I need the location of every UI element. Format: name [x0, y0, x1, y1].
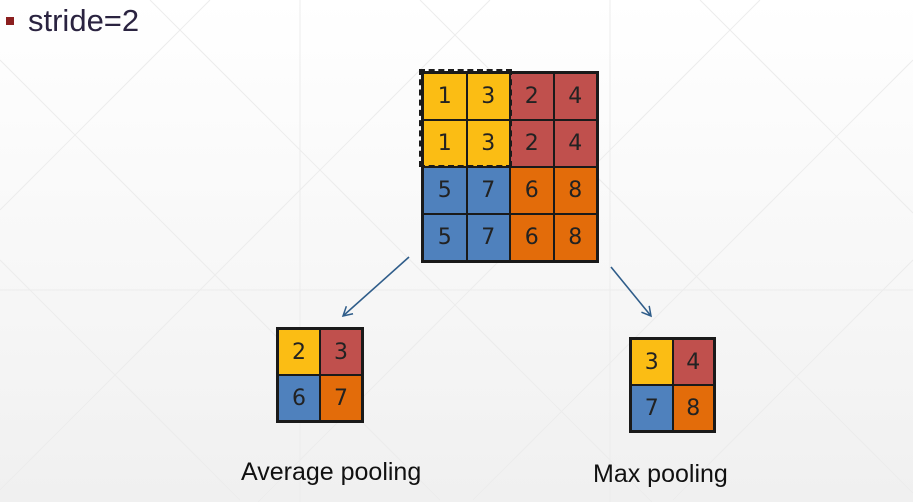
matrix-cell: 1 — [423, 120, 467, 167]
slide-title: stride=2 — [28, 3, 140, 38]
matrix-cell: 7 — [631, 385, 673, 431]
matrix-cell: 3 — [320, 329, 362, 375]
matrix-cell: 8 — [672, 385, 714, 431]
matrix-cell: 6 — [510, 214, 554, 261]
matrix-cell: 7 — [320, 375, 362, 421]
matrix-cell: 7 — [466, 214, 510, 261]
matrix-cell: 6 — [278, 375, 320, 421]
matrix-cell: 3 — [466, 73, 510, 120]
matrix-cell: 5 — [423, 167, 467, 214]
matrix-cell: 2 — [510, 120, 554, 167]
max-pooling-label: Max pooling — [593, 460, 728, 488]
matrix-cell: 2 — [510, 73, 554, 120]
matrix-cell: 4 — [553, 120, 597, 167]
average-pooling-label: Average pooling — [241, 458, 422, 486]
matrix-cell: 4 — [672, 339, 714, 385]
bullet-marker — [6, 17, 14, 25]
matrix-cell: 2 — [278, 329, 320, 375]
matrix-cell: 5 — [423, 214, 467, 261]
matrix-cell: 7 — [466, 167, 510, 214]
matrix-cell: 3 — [466, 120, 510, 167]
matrix-cell: 8 — [553, 167, 597, 214]
matrix-cell: 1 — [423, 73, 467, 120]
matrix-cell: 4 — [553, 73, 597, 120]
matrix-cell: 8 — [553, 214, 597, 261]
matrix-cell: 3 — [631, 339, 673, 385]
matrix-cell: 6 — [510, 167, 554, 214]
